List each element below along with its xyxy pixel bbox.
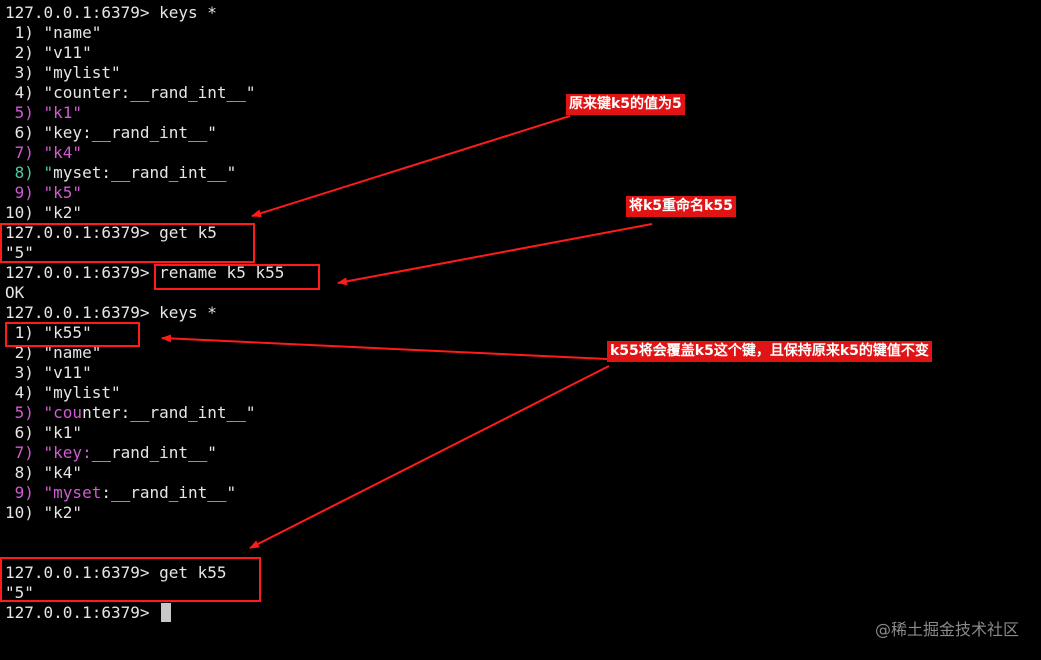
line-text: OK	[5, 283, 25, 302]
terminal-cursor	[161, 603, 172, 622]
terminal-line: 1) "k55"	[5, 323, 92, 343]
terminal-line: 4) "counter:__rand_int__"	[5, 83, 256, 103]
terminal-line: 5) "counter:__rand_int__"	[5, 403, 256, 423]
terminal-line: 7) "k4"	[5, 143, 82, 163]
callout-overwrite: k55将会覆盖k5这个键，且保持原来k5的键值不变	[607, 341, 932, 362]
terminal-line: 4) "mylist"	[5, 383, 121, 403]
line-prefix: 7) "k4"	[5, 143, 83, 162]
callout-rename: 将k5重命名k55	[626, 196, 736, 217]
terminal-line: 8) "k4"	[5, 463, 82, 483]
line-text: 3) "v11"	[5, 363, 92, 382]
line-text: 6) "key:__rand_int__"	[5, 123, 217, 142]
line-rest: __rand_int__"	[91, 443, 217, 462]
line-rest: :__rand_int__"	[101, 483, 237, 502]
terminal-line: 3) "mylist"	[5, 63, 121, 83]
highlight-box-rename	[154, 264, 320, 290]
line-text: 127.0.0.1:6379> rename k5 k55	[5, 263, 285, 282]
highlight-box-k55-key	[5, 322, 140, 347]
terminal-line: 8) "myset:__rand_int__"	[5, 163, 237, 183]
line-text: 1) "name"	[5, 23, 102, 42]
arrow-to-rename	[337, 223, 653, 286]
terminal-line: 127.0.0.1:6379> get k5	[5, 223, 217, 243]
terminal-line: 127.0.0.1:6379> rename k5 k55	[5, 263, 284, 283]
callout-original-value: 原来键k5的值为5	[566, 94, 685, 115]
terminal-line: 2) "v11"	[5, 43, 92, 63]
line-prefix: 5) "k1"	[5, 103, 83, 122]
line-rest: nter:__rand_int__"	[82, 403, 256, 422]
line-prefix: 9) "myset	[5, 483, 102, 502]
terminal-line: 6) "key:__rand_int__"	[5, 123, 217, 143]
line-prefix: 7) "key:	[5, 443, 92, 462]
terminal-line: 2) "name"	[5, 343, 102, 363]
terminal-line: 3) "v11"	[5, 363, 92, 383]
line-text: "5"	[5, 243, 34, 262]
terminal-line: "5"	[5, 243, 34, 263]
line-text: 2) "name"	[5, 343, 102, 362]
terminal-line: 127.0.0.1:6379> keys *	[5, 3, 217, 23]
terminal-line: 5) "k1"	[5, 103, 82, 123]
line-text: 127.0.0.1:6379> get k55	[5, 563, 227, 582]
highlight-box-get-k5	[0, 223, 255, 263]
line-text: 3) "mylist"	[5, 63, 121, 82]
terminal-line: "5"	[5, 583, 34, 603]
line-prefix: 9) "k5"	[5, 183, 83, 202]
terminal-line: 127.0.0.1:6379> keys *	[5, 303, 217, 323]
line-text: 4) "counter:__rand_int__"	[5, 83, 256, 102]
line-prefix: 8) "	[5, 163, 54, 182]
line-text: 6) "k1"	[5, 423, 83, 442]
line-rest: myset:__rand_int__"	[53, 163, 237, 182]
highlight-box-get-k55	[0, 557, 261, 602]
terminal-line: 6) "k1"	[5, 423, 82, 443]
line-text: 10) "k2"	[5, 203, 83, 222]
line-text: 127.0.0.1:6379> keys *	[5, 303, 217, 322]
terminal-line: 127.0.0.1:6379> get k55	[5, 563, 227, 583]
line-text: "5"	[5, 583, 34, 602]
arrow-to-get-k55	[249, 365, 610, 549]
line-text: 2) "v11"	[5, 43, 92, 62]
terminal-line: 127.0.0.1:6379>	[5, 603, 172, 623]
line-text: 4) "mylist"	[5, 383, 121, 402]
terminal-line: 10) "k2"	[5, 203, 82, 223]
terminal-line: 10) "k2"	[5, 503, 82, 523]
line-text: 127.0.0.1:6379> get k5	[5, 223, 217, 242]
line-prefix: 5) "cou	[5, 403, 83, 422]
line-text: 1) "k55"	[5, 323, 92, 342]
terminal-line: OK	[5, 283, 24, 303]
line-text: 10) "k2"	[5, 503, 83, 522]
arrow-to-get-k5	[251, 115, 571, 218]
terminal-line: 1) "name"	[5, 23, 102, 43]
terminal-line: 9) "myset:__rand_int__"	[5, 483, 237, 503]
watermark: @稀土掘金技术社区	[874, 620, 1019, 639]
line-text: 8) "k4"	[5, 463, 83, 482]
arrow-to-k55-key	[161, 334, 608, 360]
terminal-line: 7) "key:__rand_int__"	[5, 443, 217, 463]
line-text: 127.0.0.1:6379>	[5, 603, 160, 622]
line-text: 127.0.0.1:6379> keys *	[5, 3, 217, 22]
terminal-line: 9) "k5"	[5, 183, 82, 203]
